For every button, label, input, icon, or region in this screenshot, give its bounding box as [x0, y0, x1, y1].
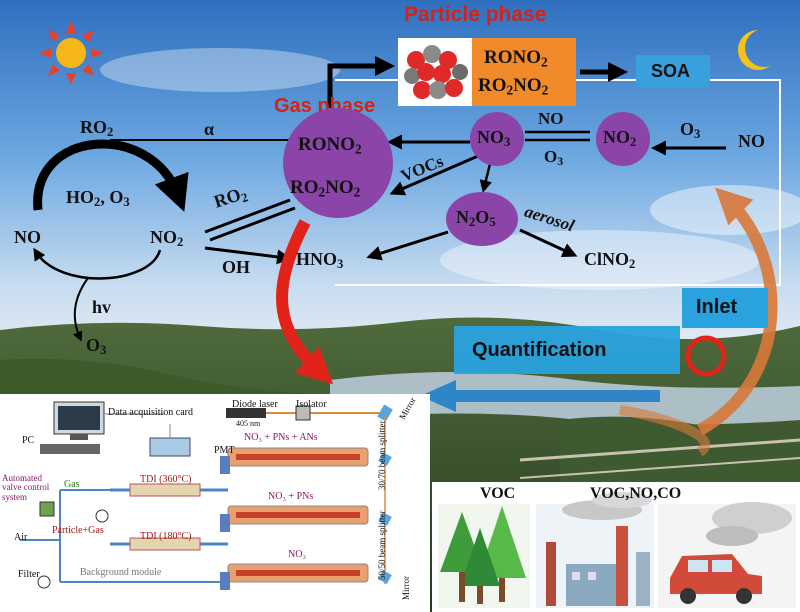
gas-products-circle	[283, 108, 393, 218]
o3-mid-label: O3	[544, 147, 564, 168]
hv-label: hv	[92, 297, 112, 317]
sun-icon	[39, 21, 103, 85]
diode-laser-label: Diode laser	[232, 399, 278, 410]
gas-ro2no2-label: RO2NO2	[290, 177, 361, 200]
filter-label: Filter	[18, 569, 40, 580]
channel3-label: NO₃	[288, 549, 306, 560]
pc-label: PC	[22, 435, 35, 446]
clno2-label: ClNO2	[584, 249, 636, 272]
laser-wavelength-label: 405 nm	[236, 419, 261, 428]
alpha-label: α	[204, 119, 215, 139]
isolator-label: Isolator	[296, 399, 327, 410]
tdi360-label: TDI (360°C)	[140, 474, 192, 485]
splitter2-label: 50/50 beam splitter	[377, 510, 387, 581]
cycle-no2-label: NO2	[150, 227, 184, 250]
inlet-label: Inlet	[696, 296, 738, 318]
voc-no-co-label: VOC,NO,CO	[590, 485, 682, 502]
o3-right-label: O3	[680, 119, 701, 142]
hno3-label: HNO3	[296, 249, 344, 272]
inlet-box	[682, 288, 768, 328]
background-module-label: Background module	[80, 567, 162, 578]
air-label: Air	[14, 532, 28, 543]
channel2-label: NO₃ + PNs	[268, 491, 314, 502]
cycle-ro2-label: RO2	[80, 117, 114, 140]
cycle-o3-label: O3	[86, 335, 107, 358]
no2-circle-label: NO2	[603, 127, 637, 150]
no3-circle	[470, 112, 524, 166]
valve-system-label: Automated valve control system	[2, 473, 50, 502]
gas-label: Gas	[64, 479, 80, 490]
particle-ro2no2-label: RO2NO2	[478, 75, 549, 98]
particle-rono2-label: RONO2	[484, 47, 548, 70]
splitter1-label: 30/70 beam splitter	[377, 420, 387, 491]
tdi180-label: TDI (180°C)	[140, 531, 192, 542]
emission-sources-illustration	[438, 492, 796, 608]
pmt-label: PMT	[214, 445, 235, 456]
mirror-bottom-label: Mirror	[401, 576, 411, 600]
quantification-arrow	[420, 326, 680, 412]
instrument-schematic	[20, 401, 393, 590]
voc-label: VOC	[480, 485, 516, 502]
moon-icon	[738, 30, 770, 70]
particle-gas-label: Particle+Gas	[52, 525, 104, 536]
particle-cluster-icon	[398, 38, 472, 106]
no3-label: NO3	[477, 127, 511, 150]
no2-circle	[596, 112, 650, 166]
soa-box	[636, 55, 710, 87]
n2o5-circle	[446, 192, 518, 246]
particle-products-box	[472, 38, 576, 106]
n2o5-label: N2O5	[456, 207, 496, 230]
gas-rono2-label: RONO2	[298, 134, 362, 157]
no-right-label: NO	[738, 131, 765, 151]
ho2-o3-label: HO2, O3	[66, 187, 130, 210]
quantification-label: Quantification	[472, 339, 607, 361]
data-acquisition-label: Data acquisition card	[108, 407, 193, 418]
particle-phase-title: Particle phase	[404, 3, 547, 26]
oh-label: OH	[222, 257, 251, 277]
channel1-label: NO₃ + PNs + ANs	[244, 432, 318, 443]
soa-label: SOA	[651, 61, 691, 81]
cycle-no-label: NO	[14, 227, 41, 247]
no-top-label: NO	[538, 109, 564, 128]
